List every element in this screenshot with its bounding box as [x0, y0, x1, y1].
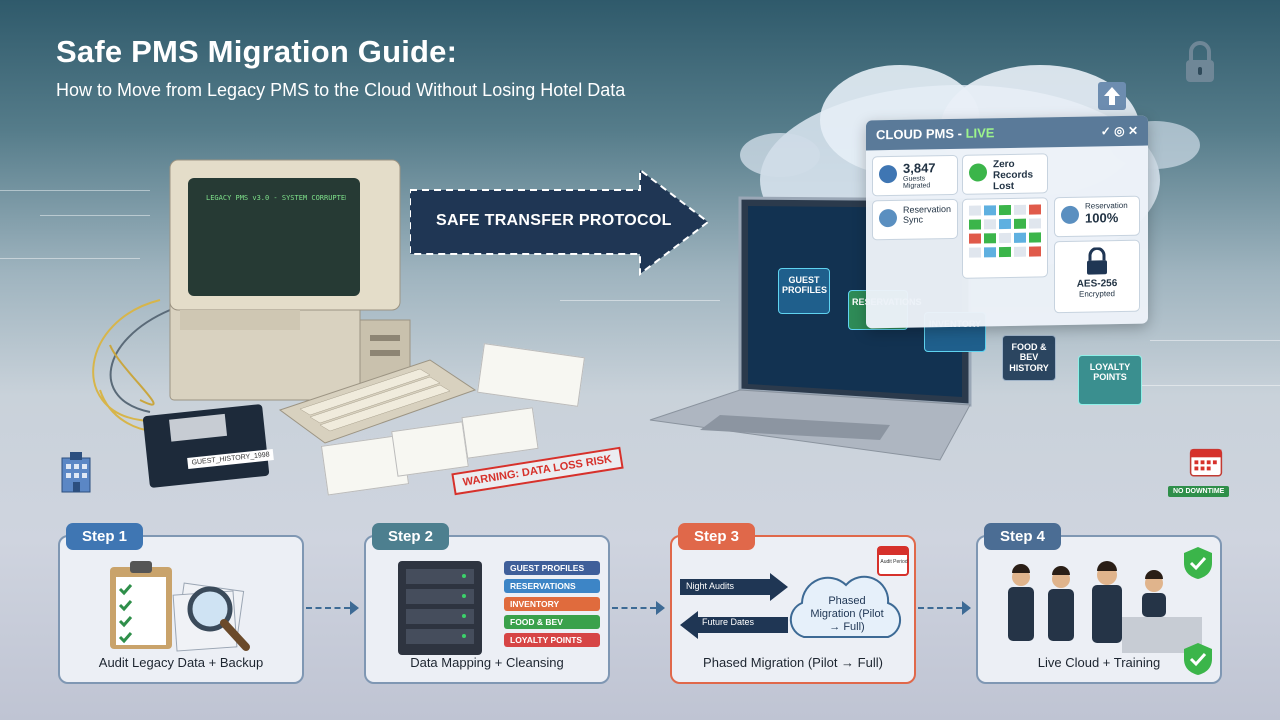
- step-1-tab: Step 1: [66, 523, 144, 550]
- connector-3: [918, 607, 962, 609]
- step-2-tab: Step 2: [372, 523, 450, 550]
- hotel-icon: [61, 452, 91, 493]
- connector-1: [306, 607, 350, 609]
- dashboard-status: LIVE: [965, 125, 995, 141]
- transfer-label: SAFE TRANSFER PROTOCOL: [436, 212, 672, 229]
- connector-3-arrowhead: [962, 601, 971, 615]
- dashboard-title: CLOUD PMS -: [876, 125, 966, 143]
- flow-food-bev: FOOD & BEV HISTORY: [1002, 335, 1056, 381]
- page-title: Safe PMS Migration Guide:: [56, 34, 458, 69]
- floppy-label: GUEST_HISTORY_1998: [187, 449, 275, 469]
- connector-2: [612, 607, 656, 609]
- audit-calendar-label: Audit Period: [880, 559, 908, 565]
- legacy-paper: [461, 407, 539, 459]
- window-controls[interactable]: ✓ ◎ ✕: [1100, 123, 1138, 139]
- shield-check-icon: [1184, 547, 1212, 579]
- step-1-card: Step 1 Audit Legacy Data + Backup: [58, 523, 304, 684]
- legacy-paper: [477, 343, 585, 407]
- page-subtitle: How to Move from Legacy PMS to the Cloud…: [56, 80, 626, 100]
- shield-check-icon: [1184, 643, 1212, 675]
- audit-clipboard-icon: [110, 561, 250, 652]
- pill-inventory: INVENTORY: [504, 597, 600, 611]
- reservation-sync-card: Reservation Sync: [872, 198, 958, 241]
- pill-guest-profiles: GUEST PROFILES: [504, 561, 600, 575]
- step-4-tab: Step 4: [984, 523, 1062, 550]
- flow-loyalty: LOYALTY POINTS: [1078, 355, 1142, 405]
- flow-guest-profiles: GUEST PROFILES: [778, 268, 830, 314]
- step-3-caption: Phased Migration (Pilot → Full): [703, 655, 883, 670]
- step-1-caption: Audit Legacy Data + Backup: [98, 655, 264, 670]
- padlock-icon: [1087, 246, 1107, 275]
- step-3-card: Step 3 Night Audits Future Dates Phased …: [670, 523, 916, 684]
- connector-2-arrowhead: [656, 601, 665, 615]
- step-4-caption: Live Cloud + Training: [1037, 655, 1161, 670]
- step-2-caption: Data Mapping + Cleansing: [410, 655, 564, 670]
- phased-cloud-label: Phased Migration (Pilot → Full): [810, 595, 884, 634]
- lock-icon: [1186, 41, 1214, 82]
- reservation-pct-card: Reservation 100%: [1054, 195, 1140, 238]
- legacy-paper: [391, 421, 469, 477]
- cloud-pms-dashboard: CLOUD PMS - LIVE ✓ ◎ ✕ 3,847 Guests Migr…: [866, 115, 1148, 329]
- training-team-illustration: [1008, 561, 1202, 653]
- no-downtime-badge: NO DOWNTIME: [1168, 486, 1230, 497]
- step-4-card: Step 4 Live Cloud + Training: [976, 523, 1222, 684]
- phased-cloud-icon: [789, 575, 902, 638]
- night-audits-label: Night Audits: [686, 581, 735, 591]
- calendar-icon: [1189, 448, 1223, 477]
- migration-arrows-icon: [680, 573, 788, 639]
- step-3-tab: Step 3: [678, 523, 756, 550]
- transfer-arrow: [410, 168, 710, 276]
- upload-arrow-icon: [1098, 82, 1126, 110]
- pill-food-bev: FOOD & BEV HISTORY: [504, 615, 600, 641]
- future-dates-label: Future Dates: [702, 617, 755, 627]
- audit-calendar-icon: [877, 546, 909, 576]
- pill-reservations: RESERVATIONS: [504, 579, 600, 593]
- keyboard-illustration: [278, 359, 477, 444]
- legacy-screen-text: LEGACY PMS v3.0 - SYSTEM CORRUPTED: [206, 194, 346, 202]
- step-2-card: Step 2 GUEST PROFILES RESERVATIONS INVEN…: [364, 523, 610, 684]
- floppy-disk: GUEST_HISTORY_1998: [142, 403, 275, 489]
- legacy-computer-illustration: [92, 159, 411, 433]
- zero-records-card: Zero Records Lost: [962, 153, 1048, 195]
- pill-loyalty: LOYALTY POINTS: [504, 633, 600, 647]
- encryption-card: AES-256 Encrypted: [1054, 239, 1140, 314]
- calendar-grid-card: [962, 197, 1048, 279]
- server-rack-icon: [398, 561, 482, 655]
- guests-card: 3,847 Guests Migrated: [872, 154, 958, 197]
- connector-1-arrowhead: [350, 601, 359, 615]
